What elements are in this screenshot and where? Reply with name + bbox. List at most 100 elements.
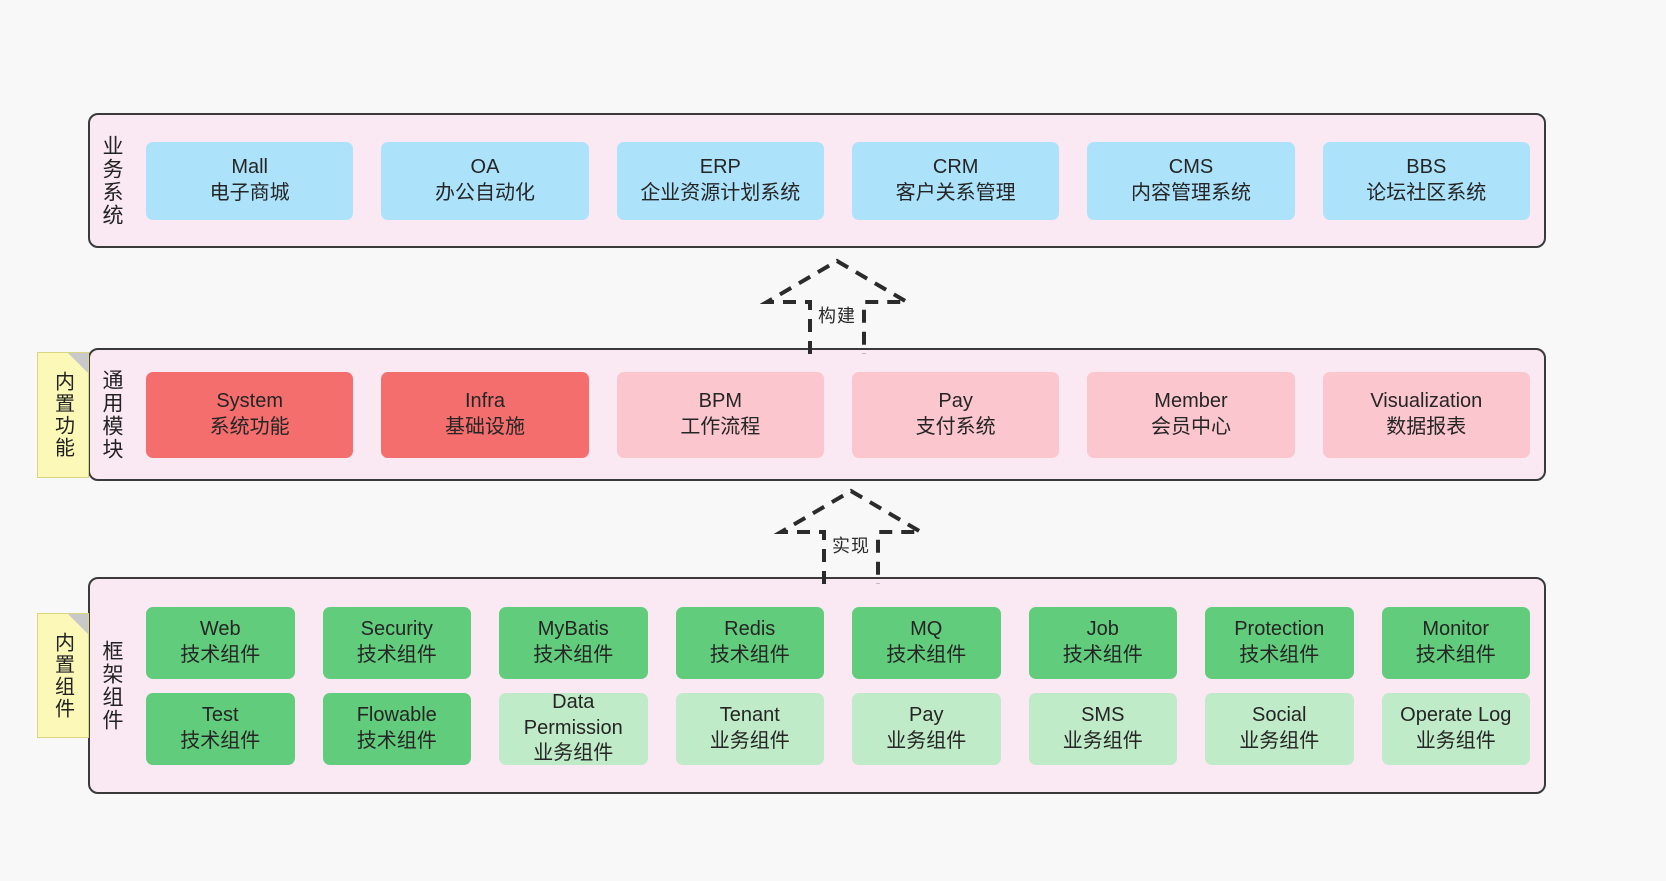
card-subtitle: 系统功能 bbox=[209, 415, 290, 438]
layer-title-business-system: 业务系统 bbox=[100, 134, 124, 227]
card-title: MyBatis bbox=[537, 617, 609, 640]
card-title: Monitor bbox=[1422, 617, 1490, 640]
card-member[interactable]: Member 会员中心 bbox=[1087, 371, 1295, 458]
card-subtitle: 技术组件 bbox=[356, 729, 437, 752]
card-bbs[interactable]: BBS 论坛社区系统 bbox=[1322, 141, 1530, 220]
card-social[interactable]: Social 业务组件 bbox=[1205, 692, 1354, 765]
layer-body-common-module: System 系统功能 Infra 基础设施 BPM 工作流程 Pay 支付系统… bbox=[132, 350, 1544, 479]
card-title: Security bbox=[360, 617, 433, 640]
card-mq[interactable]: MQ 技术组件 bbox=[852, 606, 1001, 679]
card-title: Redis bbox=[724, 617, 776, 640]
card-title: Data Permission bbox=[523, 691, 623, 739]
card-subtitle: 内容管理系统 bbox=[1130, 181, 1251, 204]
card-title: CMS bbox=[1168, 155, 1214, 178]
layer-title-framework-component: 框架组件 bbox=[100, 639, 124, 732]
card-subtitle: 论坛社区系统 bbox=[1366, 181, 1487, 204]
layer-body-framework-component: Web 技术组件 Security 技术组件 MyBatis 技术组件 Redi… bbox=[132, 579, 1544, 792]
card-subtitle: 业务组件 bbox=[1415, 729, 1496, 752]
card-title: Test bbox=[201, 703, 239, 726]
card-security[interactable]: Security 技术组件 bbox=[322, 606, 471, 679]
card-subtitle: 技术组件 bbox=[180, 729, 261, 752]
card-system[interactable]: System 系统功能 bbox=[146, 371, 354, 458]
card-subtitle: 电子商城 bbox=[209, 181, 290, 204]
card-test[interactable]: Test 技术组件 bbox=[146, 692, 295, 765]
note-builtin-component: 内置组件 bbox=[37, 613, 89, 738]
card-infra[interactable]: Infra 基础设施 bbox=[381, 371, 589, 458]
card-row: Mall 电子商城 OA 办公自动化 ERP 企业资源计划系统 CRM 客户关系… bbox=[146, 141, 1530, 220]
card-subtitle: 会员中心 bbox=[1150, 415, 1231, 438]
card-protection[interactable]: Protection 技术组件 bbox=[1205, 606, 1354, 679]
card-title: Tenant bbox=[719, 703, 780, 726]
card-subtitle: 业务组件 bbox=[1239, 729, 1320, 752]
arrow-implement: 实现 bbox=[773, 488, 929, 584]
card-row: Web 技术组件 Security 技术组件 MyBatis 技术组件 Redi… bbox=[146, 606, 1530, 679]
card-subtitle: 业务组件 bbox=[1062, 729, 1143, 752]
card-subtitle: 业务组件 bbox=[709, 729, 790, 752]
card-subtitle: 业务组件 bbox=[533, 742, 614, 765]
arrow-build: 构建 bbox=[759, 258, 915, 354]
card-subtitle: 基础设施 bbox=[444, 415, 525, 438]
card-subtitle: 技术组件 bbox=[1415, 643, 1496, 666]
card-title: Web bbox=[199, 617, 241, 640]
card-operate-log[interactable]: Operate Log 业务组件 bbox=[1381, 692, 1530, 765]
card-subtitle: 企业资源计划系统 bbox=[640, 181, 801, 204]
card-tenant[interactable]: Tenant 业务组件 bbox=[675, 692, 824, 765]
layer-framework-component: 框架组件 Web 技术组件 Security 技术组件 MyBatis 技术组件… bbox=[88, 577, 1546, 794]
card-subtitle: 技术组件 bbox=[886, 643, 967, 666]
arrow-build-icon bbox=[759, 258, 915, 354]
card-subtitle: 技术组件 bbox=[180, 643, 261, 666]
layer-common-module: 通用模块 System 系统功能 Infra 基础设施 BPM 工作流程 Pay… bbox=[88, 348, 1546, 481]
card-sms[interactable]: SMS 业务组件 bbox=[1028, 692, 1177, 765]
card-oa[interactable]: OA 办公自动化 bbox=[381, 141, 589, 220]
note-builtin-feature: 内置功能 bbox=[37, 352, 89, 478]
card-subtitle: 技术组件 bbox=[356, 643, 437, 666]
card-title: OA bbox=[470, 155, 500, 178]
card-data-permission[interactable]: Data Permission 业务组件 bbox=[499, 691, 648, 765]
card-title: Protection bbox=[1234, 617, 1325, 640]
card-visualization[interactable]: Visualization 数据报表 bbox=[1322, 371, 1530, 458]
card-title: MQ bbox=[910, 617, 943, 640]
card-title: Pay bbox=[938, 389, 973, 412]
card-title: Operate Log bbox=[1400, 703, 1512, 726]
layer-body-business-system: Mall 电子商城 OA 办公自动化 ERP 企业资源计划系统 CRM 客户关系… bbox=[132, 115, 1544, 246]
card-subtitle: 数据报表 bbox=[1386, 415, 1467, 438]
card-subtitle: 工作流程 bbox=[680, 415, 761, 438]
card-web[interactable]: Web 技术组件 bbox=[146, 606, 295, 679]
card-erp[interactable]: ERP 企业资源计划系统 bbox=[616, 141, 824, 220]
card-cms[interactable]: CMS 内容管理系统 bbox=[1087, 141, 1295, 220]
card-title: Job bbox=[1086, 617, 1119, 640]
card-monitor[interactable]: Monitor 技术组件 bbox=[1381, 606, 1530, 679]
card-job[interactable]: Job 技术组件 bbox=[1028, 606, 1177, 679]
card-pay-business[interactable]: Pay 业务组件 bbox=[852, 692, 1001, 765]
card-subtitle: 办公自动化 bbox=[434, 181, 535, 204]
card-subtitle: 业务组件 bbox=[886, 729, 967, 752]
card-flowable[interactable]: Flowable 技术组件 bbox=[322, 692, 471, 765]
card-title: Pay bbox=[909, 703, 944, 726]
card-title: Mall bbox=[231, 155, 268, 178]
card-bpm[interactable]: BPM 工作流程 bbox=[616, 371, 824, 458]
card-title: Member bbox=[1154, 389, 1228, 412]
note-label: 内置组件 bbox=[51, 631, 74, 720]
layer-title-common-module: 通用模块 bbox=[100, 368, 124, 461]
card-subtitle: 客户关系管理 bbox=[895, 181, 1016, 204]
card-mall[interactable]: Mall 电子商城 bbox=[146, 141, 354, 220]
card-redis[interactable]: Redis 技术组件 bbox=[675, 606, 824, 679]
card-title: Flowable bbox=[356, 703, 437, 726]
card-subtitle: 技术组件 bbox=[533, 643, 614, 666]
card-mybatis[interactable]: MyBatis 技术组件 bbox=[499, 606, 648, 679]
card-title: BPM bbox=[698, 389, 742, 412]
card-row: Test 技术组件 Flowable 技术组件 Data Permission … bbox=[146, 691, 1530, 765]
card-subtitle: 技术组件 bbox=[709, 643, 790, 666]
card-title: SMS bbox=[1081, 703, 1125, 726]
card-crm[interactable]: CRM 客户关系管理 bbox=[851, 141, 1060, 220]
card-title: Infra bbox=[464, 389, 505, 412]
note-label: 内置功能 bbox=[51, 371, 74, 459]
note-fold-corner-icon bbox=[68, 614, 88, 634]
card-row: System 系统功能 Infra 基础设施 BPM 工作流程 Pay 支付系统… bbox=[146, 371, 1530, 458]
arrow-implement-icon bbox=[773, 488, 929, 584]
card-title: CRM bbox=[932, 155, 979, 178]
card-subtitle: 支付系统 bbox=[915, 415, 996, 438]
card-pay[interactable]: Pay 支付系统 bbox=[851, 371, 1060, 458]
card-title: BBS bbox=[1406, 155, 1447, 178]
